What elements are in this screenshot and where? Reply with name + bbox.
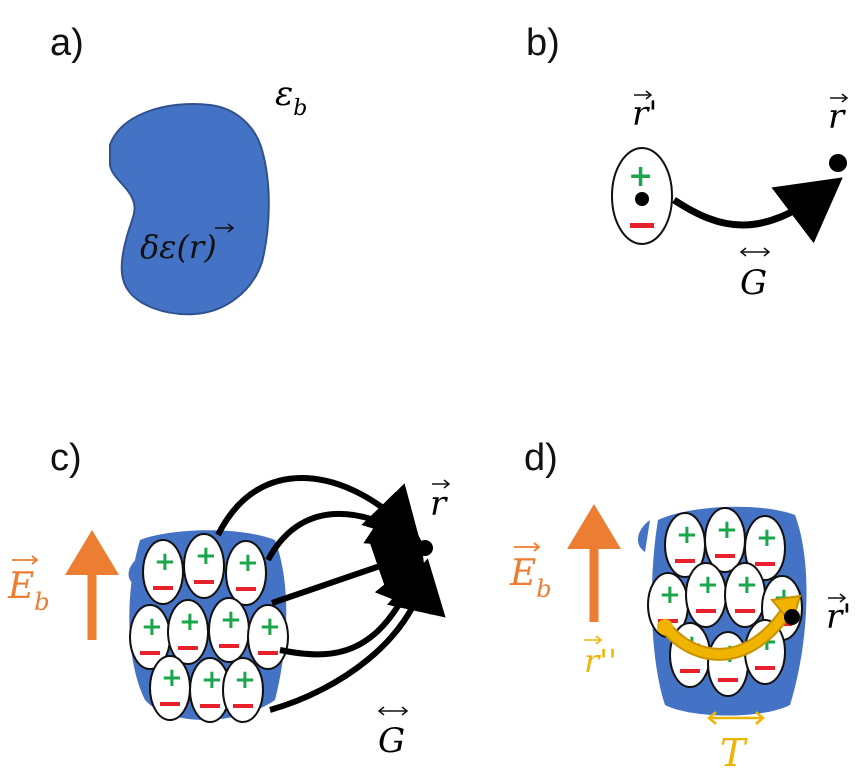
dipole: + — [724, 562, 766, 628]
minus-sign — [696, 609, 716, 613]
observation-point-label: r — [828, 97, 846, 137]
panel-d-label: d) — [524, 437, 558, 479]
plus-sign: + — [141, 612, 163, 642]
plus-sign: + — [237, 548, 259, 578]
minus-sign — [718, 678, 738, 682]
panel-a: a) εb δε(r) — [50, 22, 307, 316]
plus-sign: + — [259, 612, 281, 642]
dipole: + — [647, 572, 689, 638]
minus-sign — [160, 702, 180, 706]
minus-sign — [675, 559, 695, 563]
background-field-label: Eb — [509, 553, 552, 603]
minus-sign — [715, 554, 735, 558]
plus-sign: + — [154, 547, 176, 577]
plus-sign: + — [195, 541, 217, 571]
minus-sign — [219, 644, 239, 648]
plus-sign: + — [736, 570, 758, 600]
observation-point-label: r' — [826, 597, 852, 637]
green-function-arrow — [265, 493, 426, 562]
green-function-label: G — [378, 721, 405, 761]
minus-sign — [755, 666, 775, 670]
panel-b: b) + r' r G — [526, 22, 849, 303]
dipole: + — [744, 515, 786, 581]
minus-sign — [680, 669, 700, 673]
plus-sign: + — [756, 523, 778, 553]
source-point-label: r'' — [584, 642, 617, 680]
dipole: + — [704, 507, 746, 573]
dipole: + — [685, 562, 727, 628]
dipole: + — [129, 604, 171, 670]
minus-sign — [140, 651, 160, 655]
t-matrix-arrow — [663, 607, 791, 659]
minus-sign — [735, 609, 755, 613]
observation-point-label: r — [430, 484, 448, 524]
plus-sign: + — [716, 515, 738, 545]
panel-c: c) Eb ++++++++++ r G — [7, 437, 451, 761]
dipole: + — [183, 533, 225, 599]
minus-sign — [178, 646, 198, 650]
dipole: + — [225, 540, 267, 606]
green-function-arrow — [269, 558, 446, 713]
t-matrix-label: T — [720, 731, 748, 772]
source-point-label: r' — [632, 94, 658, 134]
perturbation-label: δε(r) — [140, 228, 217, 266]
dipole: + — [142, 539, 184, 605]
green-function-arrow — [672, 177, 843, 244]
minus-sign — [236, 587, 256, 591]
green-function-arrow — [215, 474, 421, 543]
background-permittivity-label: εb — [275, 74, 307, 121]
plus-sign: + — [697, 570, 719, 600]
minus-sign — [194, 580, 214, 584]
dipole: + — [167, 599, 209, 665]
panel-d: d) Eb ++++++++++ r'' r' T — [509, 437, 852, 772]
dipole: + — [707, 631, 749, 697]
minus-sign — [200, 704, 220, 708]
green-function-arrow — [271, 538, 430, 606]
plus-sign: + — [676, 520, 698, 550]
green-function-label: G — [740, 263, 767, 303]
source-point-dot — [635, 192, 649, 206]
minus-sign — [258, 651, 278, 655]
plus-sign: + — [220, 605, 242, 635]
minus-sign — [755, 562, 775, 566]
plus-sign: + — [659, 580, 681, 610]
source-point-dot — [657, 619, 673, 635]
plus-sign: + — [179, 607, 201, 637]
plus-sign: + — [161, 663, 183, 693]
plus-sign: + — [201, 665, 223, 695]
dipole: + — [189, 657, 231, 723]
panel-b-label: b) — [526, 22, 560, 64]
minus-sign — [630, 223, 654, 228]
observation-point-dot — [829, 154, 847, 172]
background-field-label: Eb — [7, 566, 50, 616]
minus-sign — [233, 704, 253, 708]
dipole: + — [664, 512, 706, 578]
panel-c-label: c) — [50, 437, 82, 479]
observation-point-dot — [784, 609, 800, 625]
green-function-arrow — [279, 553, 431, 658]
plus-sign: + — [628, 159, 653, 194]
dipole: + — [208, 597, 250, 663]
dipole: + — [247, 604, 289, 670]
observation-point-dot — [417, 540, 433, 556]
minus-sign — [153, 586, 173, 590]
panel-a-label: a) — [50, 22, 84, 64]
plus-sign: + — [234, 665, 256, 695]
dipole: + — [149, 655, 191, 721]
green-function-arrows — [215, 474, 446, 713]
dipole-grid: ++++++++++ — [129, 533, 289, 723]
scatterer-shape — [109, 103, 270, 316]
dipole: + — [222, 657, 264, 723]
